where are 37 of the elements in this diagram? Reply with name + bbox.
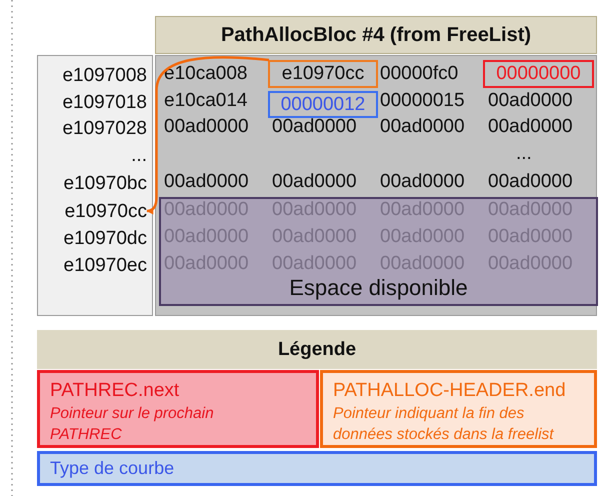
address-text: e10970bc (41, 173, 147, 195)
hex-value: 00ad0000 (380, 116, 465, 138)
ellipsis-text: ... (516, 143, 532, 165)
address-text: e1097028 (41, 118, 147, 140)
highlighted-cell: 00000012 (268, 91, 378, 118)
highlighted-cell: 00000000 (483, 60, 594, 88)
hex-value: 00ad0000 (272, 116, 357, 138)
legend-header: Légende (37, 330, 597, 369)
hex-value: 00000015 (380, 90, 465, 112)
legend-box (320, 370, 597, 448)
hex-value: 00ad0000 (488, 90, 573, 112)
address-text: e10970dc (41, 228, 147, 250)
legend-title: PATHALLOC-HEADER.end (333, 379, 567, 403)
hex-value: e10ca014 (164, 90, 248, 112)
address-text: e10970cc (41, 201, 147, 223)
hex-value: 00ad0000 (380, 171, 465, 193)
memory-block (155, 55, 597, 316)
hex-value: 00ad0000 (164, 116, 249, 138)
hex-value: 00ad0000 (272, 171, 357, 193)
header-band: PathAllocBloc #4 (from FreeList) (155, 16, 597, 54)
address-text: ... (41, 145, 147, 167)
legend-description: Pointeur indiquant la fin des données stockés dans la freelist (333, 404, 555, 445)
address-text: e1097018 (41, 92, 147, 114)
hex-value: 00ad0000 (488, 171, 573, 193)
arrow (146, 56, 270, 214)
highlighted-cell: e10970cc (268, 60, 378, 88)
legend-box (37, 370, 319, 448)
hex-value: 00ad0000 (164, 171, 249, 193)
hex-value: 00000fc0 (380, 63, 458, 85)
address-column (37, 55, 153, 316)
hex-value: 00ad0000 (488, 116, 573, 138)
legend-title: PATHREC.next (50, 379, 180, 403)
legend-box: Type de courbe (37, 451, 597, 486)
legend-description: Pointeur sur le prochain PATHREC (50, 404, 215, 445)
address-text: e1097008 (41, 65, 147, 87)
hex-value: e10ca008 (164, 63, 248, 85)
address-text: e10970ec (41, 255, 147, 277)
